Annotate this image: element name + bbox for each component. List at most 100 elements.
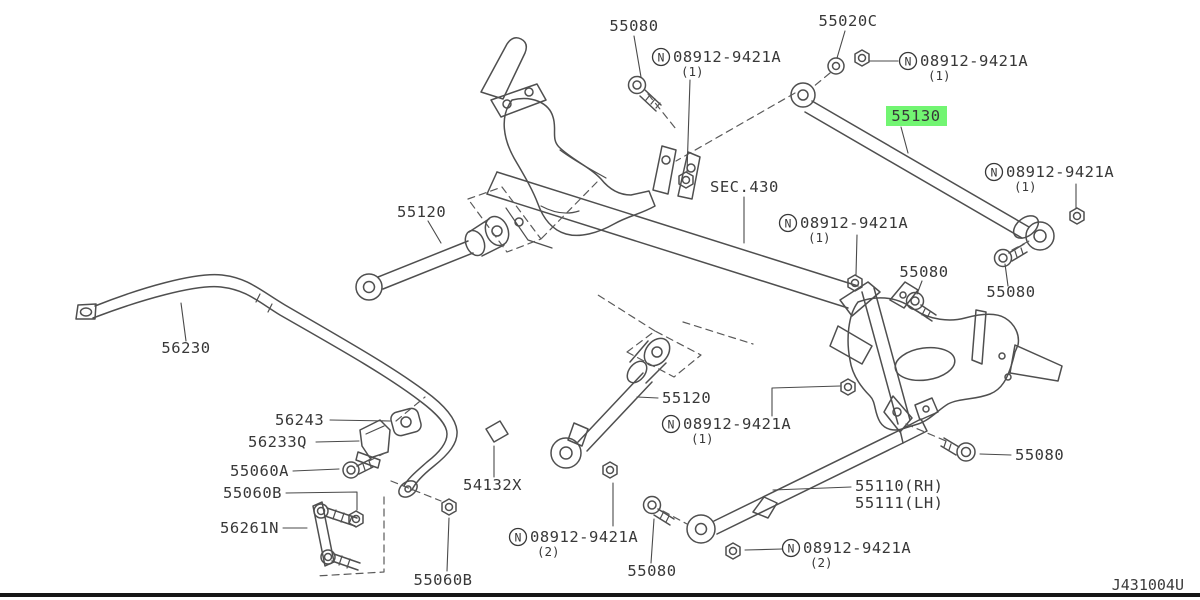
part-number[interactable]: 56243 [275,411,324,429]
bolt-55060A-drawing [342,458,374,479]
part-number[interactable]: 08912-9421A [673,48,781,66]
drawing-code: J431004U [1112,576,1184,594]
part-number[interactable]: 56261N [220,519,279,537]
part-number[interactable]: 08912-9421A [530,528,638,546]
part-number-rh[interactable]: 55110(RH) [855,477,944,495]
part-number[interactable]: 55060B [414,571,473,589]
label-55080-bottom[interactable]: 55080 [627,562,676,580]
nut-drawing [854,49,870,67]
label-55060B-left[interactable]: 55060B [223,484,282,502]
nut-drawing [441,498,457,516]
bolt-55080-top-drawing [627,75,662,112]
part-number[interactable]: 08912-9421A [1006,163,1114,181]
part-number[interactable]: 55080 [1015,446,1064,464]
label-nut-top-center[interactable]: N 08912-9421A (1) [651,47,782,79]
bottom-border-line [0,593,1200,597]
label-55080-mid[interactable]: 55080 [899,263,948,281]
nut-drawing [725,542,741,560]
label-55060A[interactable]: 55060A [230,462,289,480]
nut-drawing [348,510,364,528]
highlight-box [886,106,947,126]
part-number[interactable]: 08912-9421A [800,214,908,232]
circled-n-icon [778,213,798,233]
bolt-55080-bottom-drawing [642,495,675,526]
label-56243[interactable]: 56243 [275,411,324,429]
leader-lines [180,30,1077,572]
lateral-link-55120-upper-drawing [355,215,510,301]
washer-55020C-drawing [827,57,845,75]
label-55120-lower[interactable]: 55120 [662,389,711,407]
label-sec-430[interactable]: SEC.430 [710,178,779,196]
bolt-55080-mid-drawing [905,291,937,322]
nut-drawing [840,378,856,396]
lateral-link-55120-lower-drawing [550,337,671,469]
label-nut-bottom-right[interactable]: N 08912-9421A (2) [781,538,912,570]
label-56233Q[interactable]: 56233Q [248,433,307,451]
circled-n-letter: N [785,217,792,231]
label-55120-upper[interactable]: 55120 [397,203,446,221]
part-number[interactable]: 54132X [463,476,522,494]
crossmember-beam-drawing [486,145,911,425]
stabilizer-link-56261N-drawing [312,501,361,571]
circled-n-letter: N [658,51,665,65]
diagram-line-art [75,30,1085,577]
label-54132X[interactable]: 54132X [463,476,522,494]
part-number[interactable]: 55120 [662,389,711,407]
label-55020C[interactable]: 55020C [819,12,878,30]
circled-n-letter: N [668,418,675,432]
fasteners-drawing [342,49,1085,560]
part-number[interactable]: 55080 [627,562,676,580]
quantity: (1) [691,431,714,446]
part-number[interactable]: 55060B [223,484,282,502]
label-drawing-code: J431004U [1112,576,1184,594]
part-number[interactable]: 56233Q [248,433,307,451]
construction-dashed-lines [315,72,1030,577]
nut-drawing [678,171,694,189]
rear-knuckle-left-drawing [480,37,656,249]
clamp-bushing-drawing [355,407,509,469]
part-number[interactable]: 55120 [397,203,446,221]
section-reference[interactable]: SEC.430 [710,178,779,196]
part-number[interactable]: 55080 [986,283,1035,301]
circled-n-icon [984,162,1004,182]
label-nut-top-right[interactable]: N 08912-9421A (1) [898,51,1029,83]
part-number[interactable]: 55080 [899,263,948,281]
part-number[interactable]: 08912-9421A [920,52,1028,70]
label-55130-highlighted[interactable]: 55130 [886,106,947,126]
circled-n-letter: N [991,166,998,180]
part-number[interactable]: 55130 [891,107,940,125]
label-nut-mid[interactable]: N 08912-9421A (1) [778,213,909,245]
quantity: (1) [1014,179,1037,194]
label-56230[interactable]: 56230 [161,339,210,357]
part-labels: 55080 55020C N 08912-9421A (1) N 08912-9… [161,12,1184,594]
quantity: (1) [681,64,704,79]
part-number[interactable]: 08912-9421A [803,539,911,557]
part-number[interactable]: 55080 [609,17,658,35]
label-55080-right[interactable]: 55080 [986,283,1035,301]
part-number[interactable]: 08912-9421A [683,415,791,433]
radius-rod-55130-drawing [790,82,1055,251]
nut-drawing [602,461,618,479]
circled-n-icon [661,414,681,434]
label-56261N[interactable]: 56261N [220,519,279,537]
circled-n-letter: N [905,55,912,69]
quantity: (2) [537,544,560,559]
part-number[interactable]: 56230 [161,339,210,357]
part-number[interactable]: 55060A [230,462,289,480]
label-55110-55111[interactable]: 55110(RH) 55111(LH) [855,477,944,512]
label-nut-lower-center[interactable]: N 08912-9421A (1) [661,414,792,446]
circled-n-letter: N [788,542,795,556]
part-number-lh[interactable]: 55111(LH) [855,494,944,512]
label-55080-lower-right[interactable]: 55080 [1015,446,1064,464]
stabilizer-bar-56230-drawing [75,273,458,498]
label-55080-top[interactable]: 55080 [609,17,658,35]
label-55060B-bottom[interactable]: 55060B [414,571,473,589]
quantity: (1) [808,230,831,245]
label-nut-bottom-center[interactable]: N 08912-9421A (2) [508,527,639,559]
circled-n-icon [508,527,528,547]
part-number[interactable]: 55020C [819,12,878,30]
circled-n-icon [651,47,671,67]
label-nut-right[interactable]: N 08912-9421A (1) [984,162,1115,194]
quantity: (1) [928,68,951,83]
